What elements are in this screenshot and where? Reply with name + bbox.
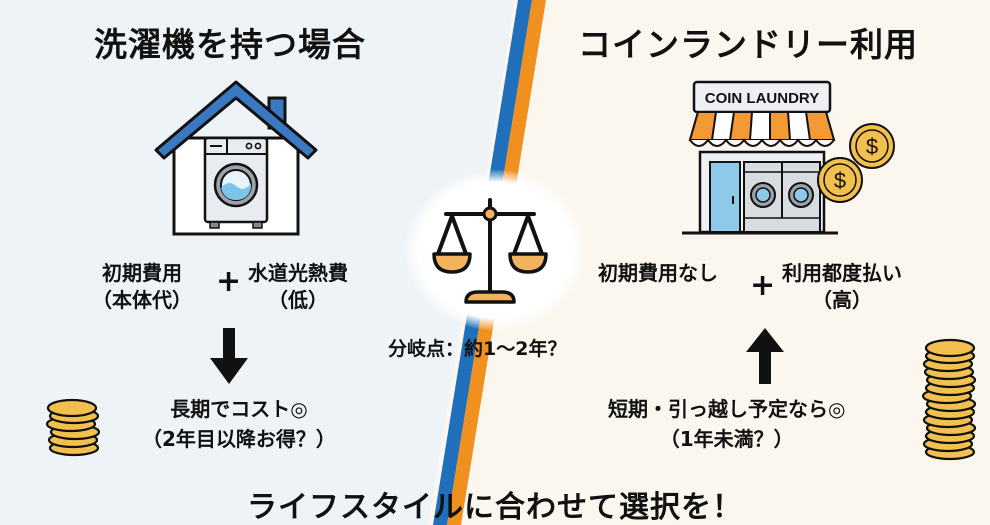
left-running-cost-note: （低）	[268, 288, 328, 312]
svg-text:$: $	[834, 168, 846, 193]
left-result-headline: 長期でコスト◎	[170, 397, 308, 421]
shop-sign-text: COIN LAUNDRY	[705, 90, 819, 107]
house-with-washing-machine-icon	[154, 80, 318, 236]
right-initial-cost: 初期費用なし	[598, 260, 718, 287]
breakpoint-label: 分岐点：約1〜2年？	[388, 338, 567, 360]
right-running-cost: 利用都度払い （高）	[782, 260, 902, 314]
arrow-up-icon	[746, 328, 784, 384]
left-plus-sign: +	[216, 264, 242, 299]
right-plus-sign: +	[750, 268, 776, 303]
right-running-cost-note: （高）	[812, 288, 872, 312]
right-result-headline: 短期・引っ越し予定なら◎	[608, 397, 846, 421]
footer-message: ライフスタイルに合わせて選択を！	[247, 490, 743, 525]
left-initial-cost-note: （本体代）	[92, 288, 192, 312]
left-initial-cost: 初期費用 （本体代）	[92, 260, 192, 314]
right-title: コインランドリー利用	[578, 25, 918, 64]
left-initial-cost-label: 初期費用	[102, 261, 182, 285]
svg-text:$: $	[866, 134, 878, 159]
right-result-note: （1年未満？）	[659, 427, 794, 451]
balance-scale-icon	[432, 198, 548, 304]
right-running-cost-label: 利用都度払い	[782, 261, 902, 285]
left-result: 長期でコスト◎ （2年目以降お得？）	[142, 394, 336, 454]
right-initial-cost-label: 初期費用なし	[598, 261, 718, 285]
left-running-cost-label: 水道光熱費	[248, 261, 348, 285]
coin-laundry-shop-icon: COIN LAUNDRY	[682, 80, 838, 235]
tall-coin-stack-icon	[921, 338, 977, 461]
left-running-cost: 水道光熱費 （低）	[248, 260, 348, 314]
left-result-note: （2年目以降お得？）	[142, 427, 336, 451]
left-title: 洗濯機を持つ場合	[94, 25, 366, 64]
arrow-down-icon	[210, 328, 248, 384]
small-coin-stack-icon	[45, 398, 101, 457]
dollar-coins-icon: $ $	[817, 123, 895, 203]
right-result: 短期・引っ越し予定なら◎ （1年未満？）	[608, 394, 845, 454]
